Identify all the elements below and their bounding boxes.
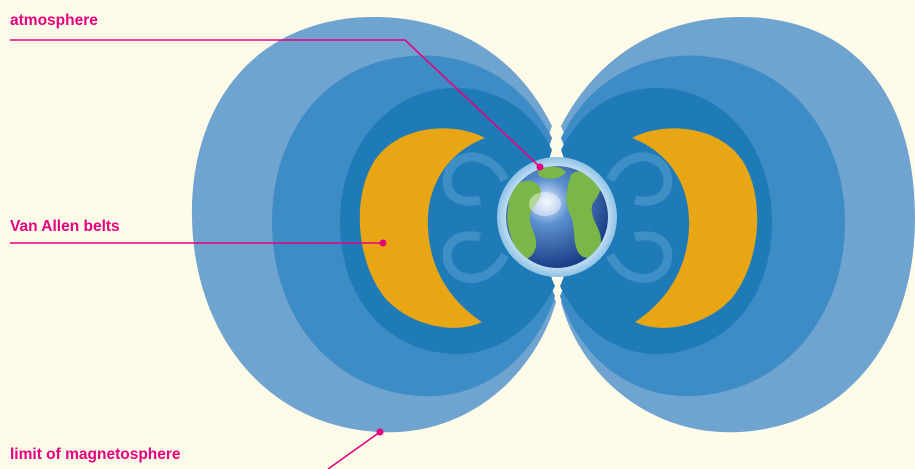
label-atmosphere: atmosphere <box>10 12 98 29</box>
dot-atmosphere <box>536 163 544 171</box>
dot-limit <box>376 428 384 436</box>
earth <box>497 157 617 277</box>
land-americas <box>507 180 542 259</box>
land-north <box>537 166 566 179</box>
field-loop-right-lower <box>605 231 673 283</box>
belt-right <box>632 128 758 328</box>
pointers <box>10 39 541 469</box>
label-limit-of-magnetosphere: limit of magnetosphere <box>10 446 181 463</box>
pointer-limit <box>327 431 381 469</box>
pointer-dots <box>376 163 544 436</box>
earth-land <box>507 166 601 259</box>
land-africa-europe <box>566 171 601 258</box>
field-loops <box>442 152 673 283</box>
field-loop-right-upper <box>605 152 673 206</box>
field-loop-left-upper <box>442 152 510 206</box>
label-van-allen-belts: Van Allen belts <box>10 218 120 235</box>
belt-left <box>359 128 485 328</box>
field-loop-left-lower <box>442 231 510 283</box>
earth-highlight <box>529 192 561 216</box>
dot-van-allen <box>379 239 387 247</box>
van-allen-belts <box>359 128 758 328</box>
pointer-atmosphere <box>10 39 541 168</box>
